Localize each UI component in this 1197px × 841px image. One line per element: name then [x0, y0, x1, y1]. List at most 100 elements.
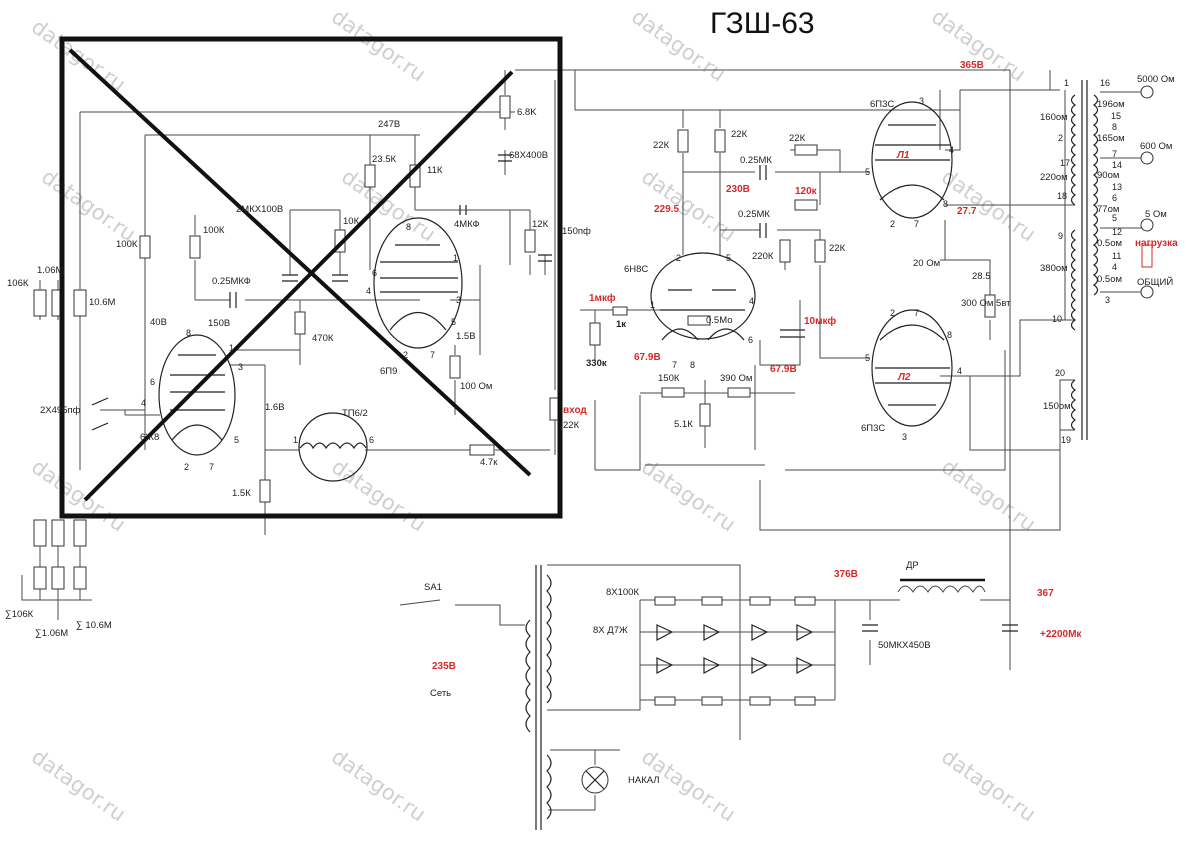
tap-number: 5	[1112, 213, 1117, 223]
capacitor	[538, 254, 552, 262]
label: 220ом	[1040, 172, 1068, 183]
resistor	[794, 144, 818, 156]
capacitor	[498, 154, 512, 162]
lamp-tp6-2	[298, 412, 368, 482]
tap-number: 20	[1055, 368, 1065, 378]
pin-number: 4	[957, 366, 962, 376]
label: 1.06М	[37, 265, 63, 276]
label: 106К	[7, 278, 29, 289]
resistor	[73, 566, 87, 590]
label: 150пф	[562, 226, 591, 237]
pin-number: 1	[229, 343, 234, 353]
label: 23.5К	[372, 154, 396, 165]
label: 10.6М	[89, 297, 115, 308]
rectifier-bridge	[640, 596, 835, 706]
resistor	[73, 289, 87, 317]
label: 6.8K	[517, 107, 537, 118]
pin-number: 7	[209, 462, 214, 472]
resistor	[51, 566, 65, 590]
pin-number: 7	[914, 308, 919, 318]
label: 1мкф	[589, 292, 616, 304]
pin-numbers: 8 1 6 4 3 5 2 7 8 1 3 6 4 5 2 7 1 6 2 5 …	[141, 96, 962, 472]
label: 196ом	[1097, 99, 1125, 110]
resistor	[524, 229, 536, 253]
tube-6p9	[373, 217, 463, 349]
label: 600 Ом	[1140, 141, 1172, 152]
resistor	[727, 387, 751, 398]
label: 90ом	[1097, 170, 1119, 181]
label: +2200Мк	[1040, 629, 1082, 640]
label: 1.5К	[232, 488, 251, 499]
tap-number: 11	[1112, 251, 1121, 261]
label: 470К	[312, 333, 334, 344]
label: 68Х400В	[509, 150, 548, 161]
tap-number: 16	[1100, 78, 1110, 88]
label: 1.5В	[456, 331, 476, 342]
resistor	[687, 315, 711, 326]
pin-number: 5	[865, 167, 870, 177]
label: 77ом	[1097, 204, 1119, 215]
tap-number: 12	[1112, 227, 1122, 237]
label: 2МКХ100В	[236, 204, 283, 215]
label: 6П3С	[870, 99, 894, 110]
label: 120к	[795, 186, 818, 197]
label: 10мкф	[804, 315, 836, 327]
label: ∑ 10.6М	[76, 620, 112, 631]
label: 390 Ом	[720, 373, 752, 384]
label: 6Н8С	[624, 264, 648, 275]
label: 4МКФ	[454, 219, 480, 230]
label: 6Ж8	[140, 432, 159, 443]
tube-6n8s	[650, 252, 756, 340]
pin-number: 5	[451, 317, 456, 327]
pin-number: 4	[366, 286, 371, 296]
label: ∑1.06М	[35, 628, 68, 639]
label: 300 Ом 5вт	[961, 298, 1011, 309]
label: 6П3С	[861, 423, 885, 434]
label: 1к	[616, 319, 626, 330]
label: 367	[1037, 588, 1054, 599]
label: 160ом	[1040, 112, 1068, 123]
left-block-labels: 6.8K 247В 68Х400В 23.5К 11К 2МКХ100В 10К…	[5, 107, 591, 639]
resistor	[499, 95, 511, 119]
tap-number: 10	[1052, 314, 1062, 324]
label: 330к	[586, 358, 607, 369]
resistor	[33, 289, 47, 317]
pin-number: 2	[403, 350, 408, 360]
label: Сеть	[430, 688, 451, 699]
pin-number: 8	[186, 328, 191, 338]
cross-out-frame	[59, 36, 563, 519]
label: 5 Ом	[1145, 209, 1167, 220]
label: 2Х495пф	[40, 405, 81, 416]
watermark: datagor.ru	[27, 744, 130, 826]
label: 220К	[752, 251, 774, 262]
tap-number: 1	[1064, 78, 1069, 88]
resistor	[779, 239, 791, 263]
pin-number: 5	[726, 253, 731, 263]
label: 40В	[150, 317, 167, 328]
pin-number: 7	[672, 360, 677, 370]
transformer-taps: 1 2 17 18 9 10 20 19 16 15 8 7 14 13 6 5…	[1052, 78, 1122, 445]
capacitor	[759, 165, 767, 238]
label: 150ом	[1043, 401, 1071, 412]
resistor	[794, 199, 818, 211]
label: 10К	[343, 216, 360, 227]
watermark: datagor.ru	[327, 4, 430, 86]
tube-l1-6p3s	[871, 101, 953, 219]
label: Л1	[896, 150, 910, 161]
pin-number: 6	[369, 435, 374, 445]
label: 0.5ом	[1097, 238, 1122, 249]
pin-number: 1	[453, 253, 458, 263]
label: 165ом	[1097, 133, 1125, 144]
pin-number: 8	[943, 199, 948, 209]
output-terminal-5000	[1140, 85, 1154, 99]
pin-number: 3	[919, 96, 924, 106]
pin-number: 8	[406, 222, 411, 232]
resistor	[612, 306, 628, 316]
pin-number: 6	[372, 268, 377, 278]
pin-number: 2	[676, 253, 681, 263]
label: 50МКХ450В	[878, 640, 931, 651]
resistor	[677, 129, 689, 153]
pin-number: 5	[234, 435, 239, 445]
resistor	[449, 355, 461, 379]
label: 100 Ом	[460, 381, 492, 392]
